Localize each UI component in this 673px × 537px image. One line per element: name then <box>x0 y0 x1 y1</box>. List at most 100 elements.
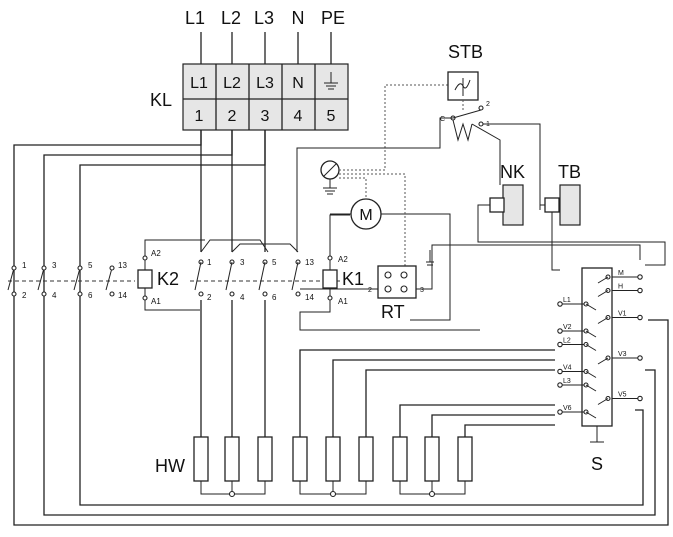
selector-outer-terminal <box>557 382 563 388</box>
supply-label-l2: L2 <box>221 8 241 28</box>
selector-outer-terminal <box>557 301 563 307</box>
terminal-block-kl: L1 L2 L3 N 1 2 3 4 5 KL <box>150 63 349 131</box>
selector-terminal-l2: L2 <box>557 338 597 351</box>
left-contact-3: 5 6 <box>73 261 93 300</box>
outer-wires <box>13 130 669 526</box>
k1-a1-label: A1 <box>338 297 348 306</box>
selector-terminal-v4: V4 <box>557 365 597 378</box>
kl-num-1: 1 <box>195 108 204 125</box>
heater-group-2 <box>292 436 374 498</box>
selector-contact-arm <box>597 398 609 405</box>
tb-label: TB <box>558 162 581 182</box>
selector-terminal-label: V1 <box>618 311 627 318</box>
kl-top-n: N <box>292 75 304 92</box>
left-contact-top-4: 13 <box>118 261 127 270</box>
selector-terminal-l1: L1 <box>557 297 597 311</box>
selector-outer-terminal <box>637 314 643 321</box>
supply-label-l1: L1 <box>185 8 205 28</box>
selector-terminal-label: V6 <box>563 405 572 412</box>
selector-terminal-v5: V5 <box>597 392 643 405</box>
k1-a2-label: A2 <box>338 255 348 264</box>
main-contact-bottom-2: 4 <box>240 293 245 302</box>
left-contact-1: 1 2 <box>7 255 27 310</box>
kl-num-2: 2 <box>228 108 237 125</box>
selector-outer-terminal <box>557 341 563 348</box>
selector-terminal-v2: V2 <box>557 324 597 338</box>
kl-label: KL <box>150 90 172 110</box>
main-contact-2: 3 4 <box>225 258 245 302</box>
selector-terminal-label: V2 <box>563 324 572 331</box>
selector-contact-arm <box>597 290 609 297</box>
selector-contact-arm <box>585 371 597 378</box>
main-contact-top-3: 5 <box>272 258 277 267</box>
heater-elements-hw: HW <box>155 436 473 498</box>
supply-labels: L1 L2 L3 N PE <box>185 8 345 28</box>
heater-feed-wires <box>200 300 555 437</box>
left-contact-bottom-2: 4 <box>52 291 57 300</box>
left-contact-group: 1 2 3 4 5 6 13 1 4 <box>7 255 135 310</box>
rt-3-label: 3 <box>420 287 424 294</box>
contactor-k1: A2 A1 K1 <box>299 214 480 331</box>
selector-contact-arm <box>597 276 609 284</box>
selector-terminal-label: H <box>618 284 623 291</box>
selector-contact-arm <box>597 357 609 365</box>
selector-outer-terminal <box>557 368 563 375</box>
selector-terminal-v3: V3 <box>597 351 643 365</box>
kl-num-5: 5 <box>327 108 336 125</box>
hw-label: HW <box>155 456 185 476</box>
stb-label: STB <box>448 42 483 62</box>
s-label: S <box>591 454 603 474</box>
selector-terminal-label: M <box>618 270 624 277</box>
left-contact-top-3: 5 <box>88 261 93 270</box>
left-contact-bottom-3: 6 <box>88 291 93 300</box>
rt-2-label: 2 <box>368 287 372 294</box>
selector-terminal-m: M <box>597 270 643 284</box>
selector-outer-terminal <box>637 287 643 294</box>
selector-terminal-label: L1 <box>563 297 571 304</box>
kl-num-4: 4 <box>294 108 303 125</box>
main-contact-top-4: 13 <box>305 258 314 267</box>
supply-label-l3: L3 <box>254 8 274 28</box>
supply-label-n: N <box>292 8 305 28</box>
contactor-k2: A2 A1 K2 <box>137 239 205 311</box>
selector-terminal-v1: V1 <box>597 311 643 324</box>
main-contact-bottom-1: 2 <box>207 293 212 302</box>
selector-terminal-label: V5 <box>618 392 627 399</box>
kl-top-l1: L1 <box>190 75 208 92</box>
left-contact-top-2: 3 <box>52 261 57 270</box>
rt-label: RT <box>381 302 405 322</box>
selector-terminal-label: L2 <box>563 338 571 345</box>
heater-group-1 <box>193 436 273 498</box>
left-contact-2: 3 4 <box>37 261 57 300</box>
main-contact-1: 1 2 <box>194 258 212 302</box>
motor-icon: M <box>359 207 372 224</box>
main-contact-top-2: 3 <box>240 258 245 267</box>
supply-label-pe: PE <box>321 8 345 28</box>
main-contact-bottom-3: 6 <box>272 293 277 302</box>
heater-group-3 <box>392 436 473 498</box>
stb-2-label: 2 <box>486 101 490 108</box>
selector-outer-terminal <box>557 328 563 334</box>
left-contact-top-1: 1 <box>22 261 27 270</box>
kl-top-l3: L3 <box>256 75 274 92</box>
main-contact-top-1: 1 <box>207 258 212 267</box>
selector-outer-terminal <box>637 274 643 280</box>
selector-contact-arm <box>585 330 597 338</box>
selector-contact-arm <box>597 317 609 324</box>
selector-outer-terminal <box>637 395 643 402</box>
selector-contact-arm <box>585 303 597 311</box>
tb-limiter: TB <box>540 162 581 271</box>
selector-terminal-v6: V6 <box>557 405 597 419</box>
selector-terminal-h: H <box>597 284 643 297</box>
stb: STB C 2 1 <box>296 42 541 252</box>
nk-limiter: NK <box>471 123 666 266</box>
k2-a1-label: A1 <box>151 297 161 306</box>
selector-terminal-label: V4 <box>563 365 572 372</box>
k1-label: K1 <box>342 269 364 289</box>
motor: M <box>330 198 451 321</box>
main-contact-4: 13 14 <box>291 258 314 302</box>
main-contact-group: 1 2 3 4 5 6 13 14 <box>190 239 340 302</box>
